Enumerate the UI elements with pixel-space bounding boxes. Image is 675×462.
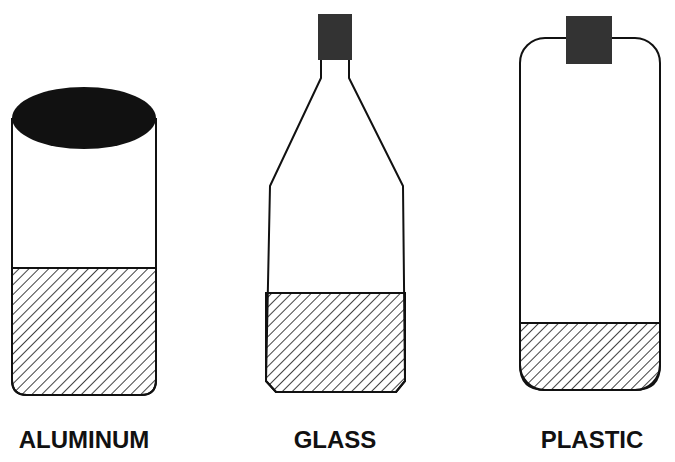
- can-top: [12, 87, 156, 149]
- bottle-cap: [566, 16, 612, 64]
- liquid-fill: [520, 323, 660, 390]
- aluminum-can: [12, 87, 156, 395]
- container-label: GLASS: [294, 428, 377, 452]
- liquid-fill: [266, 293, 405, 392]
- glass-bottle: [266, 14, 405, 392]
- container-label: PLASTIC: [541, 428, 644, 452]
- plastic-bottle: [520, 16, 660, 390]
- bottle-outline: [266, 58, 405, 392]
- bottle-cap: [318, 14, 352, 60]
- can-outline: [12, 118, 156, 395]
- bottle-outline: [520, 38, 660, 390]
- container-label: ALUMINUM: [19, 428, 150, 452]
- liquid-fill: [12, 268, 156, 395]
